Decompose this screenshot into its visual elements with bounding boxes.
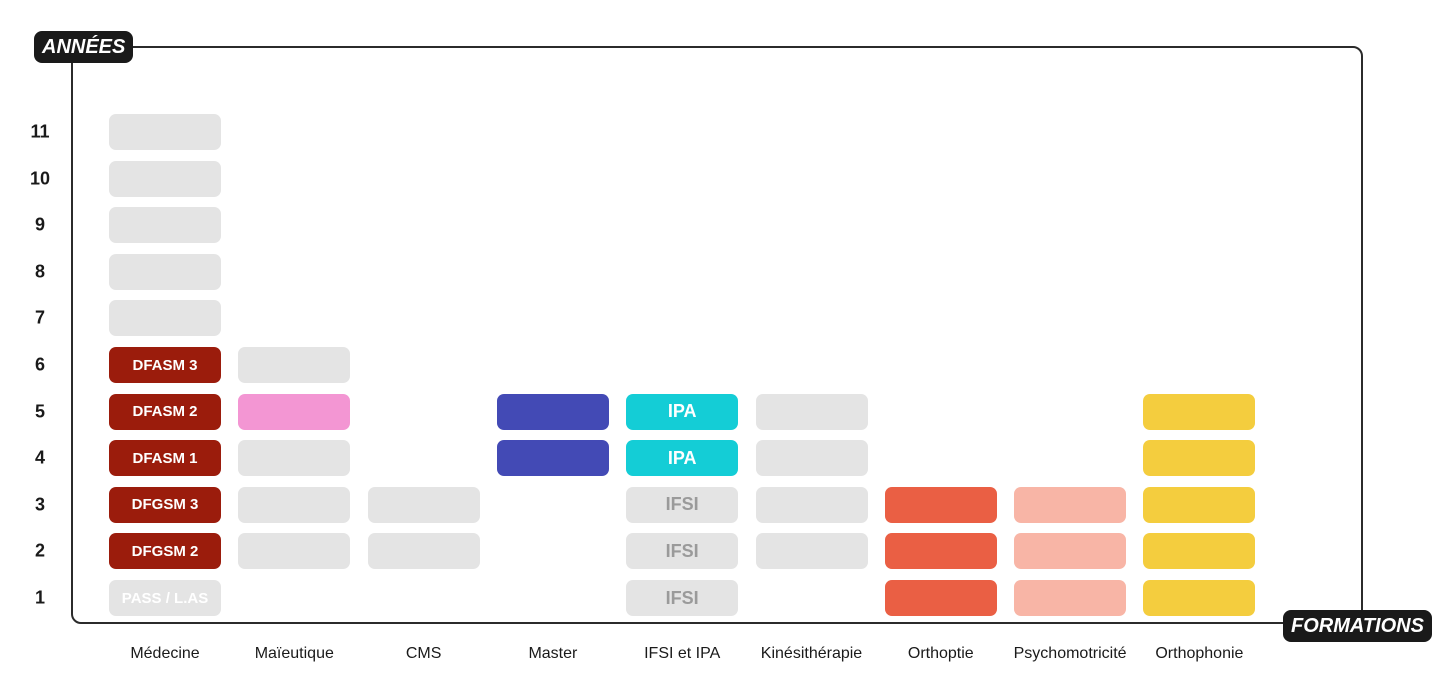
formation-label: Orthoptie (907, 645, 974, 662)
formation-label: CMS (405, 645, 442, 662)
cell-psychomotricit--year-1 (1014, 580, 1127, 616)
year-label-2: 2 (34, 540, 45, 561)
cell-orthoptie-year-1 (884, 580, 997, 616)
year-label-4: 4 (34, 447, 45, 468)
year-label-9: 9 (34, 214, 45, 235)
cell-orthoptie-year-2 (884, 533, 997, 570)
year-label-5: 5 (34, 401, 45, 422)
cell-master-year-4 (496, 440, 609, 477)
cell-psychomotricit--year-2 (1014, 533, 1127, 570)
cell-ma-eutique-year-3 (238, 486, 351, 523)
cell-orthophonie-year-2 (1143, 533, 1256, 570)
cell-ifsi-et-ipa-year-2: IFSI (626, 533, 739, 570)
formation-label: Psychomotricité (1013, 645, 1127, 662)
cell-m-decine-year-4: DFASM 1 (109, 440, 221, 477)
cell-orthoptie-year-3 (884, 486, 997, 523)
cell-cms-year-3 (367, 486, 480, 523)
year-label-8: 8 (34, 261, 45, 282)
year-label-3: 3 (34, 494, 45, 515)
cell-ma-eutique-year-5 (238, 393, 351, 430)
formation-label: IFSI et IPA (644, 645, 721, 662)
formation-label: Médecine (130, 645, 200, 662)
cell-cms-year-2 (367, 533, 480, 570)
formation-label: Kinésithérapie (760, 645, 863, 662)
year-label-10: 10 (29, 168, 51, 189)
cell-orthophonie-year-4 (1143, 440, 1256, 477)
cell-m-decine-year-11 (109, 114, 221, 150)
cell-ifsi-et-ipa-year-1: IFSI (626, 580, 739, 616)
cell-ma-eutique-year-6 (238, 347, 351, 383)
year-label-6: 6 (34, 354, 45, 375)
cell-orthophonie-year-5 (1143, 393, 1256, 430)
cell-ifsi-et-ipa-year-5: IPA (626, 393, 739, 430)
cell-m-decine-year-10 (109, 160, 221, 197)
cell-psychomotricit--year-3 (1014, 486, 1127, 523)
cell-kin-sith-rapie-year-5 (755, 393, 868, 430)
year-label-11: 11 (30, 121, 50, 142)
cell-m-decine-year-1: PASS / L.AS (109, 580, 221, 616)
cell-kin-sith-rapie-year-4 (755, 440, 868, 477)
cell-kin-sith-rapie-year-2 (755, 533, 868, 570)
cell-ifsi-et-ipa-year-4: IPA (626, 440, 739, 477)
year-label-1: 1 (34, 587, 45, 608)
cell-ma-eutique-year-2 (238, 533, 351, 570)
cell-m-decine-year-5: DFASM 2 (109, 393, 221, 430)
diagram-frame (71, 46, 1363, 624)
cell-kin-sith-rapie-year-3 (755, 486, 868, 523)
x-axis-title: FORMATIONS (1283, 610, 1432, 642)
cell-m-decine-year-7 (109, 300, 221, 337)
cell-m-decine-year-8 (109, 253, 221, 290)
cell-m-decine-year-2: DFGSM 2 (109, 533, 221, 570)
year-label-7: 7 (34, 307, 45, 328)
cell-master-year-5 (496, 393, 609, 430)
formation-label: Orthophonie (1155, 645, 1244, 662)
cell-orthophonie-year-3 (1143, 486, 1256, 523)
cell-m-decine-year-9 (109, 207, 221, 244)
y-axis-title: ANNÉES (34, 31, 134, 63)
cell-m-decine-year-3: DFGSM 3 (109, 486, 221, 523)
cell-ma-eutique-year-4 (238, 440, 351, 477)
formation-label: Maïeutique (254, 645, 334, 662)
cell-orthophonie-year-1 (1143, 580, 1256, 616)
cell-ifsi-et-ipa-year-3: IFSI (626, 486, 739, 523)
formation-label: Master (528, 645, 578, 662)
cell-m-decine-year-6: DFASM 3 (109, 347, 221, 383)
